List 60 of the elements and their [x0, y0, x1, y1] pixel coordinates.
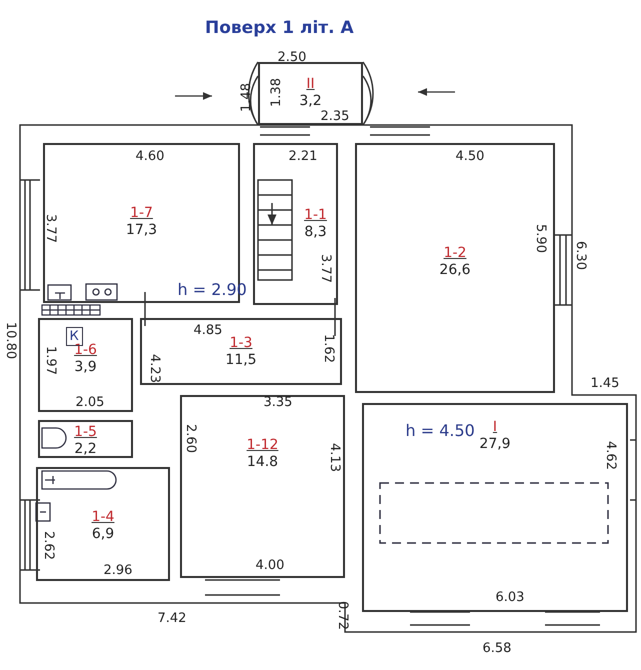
room-outline — [258, 62, 363, 125]
room-number: 1-12 — [246, 437, 278, 454]
room-outline — [36, 467, 170, 581]
dimension-label: 2.50 — [278, 50, 306, 64]
dimension-label: 6.30 — [572, 240, 588, 270]
dimension-label: 6.58 — [482, 640, 512, 656]
dimension-label: 5.90 — [532, 224, 548, 252]
dimension-label: 4.00 — [256, 558, 284, 572]
room-outline — [140, 318, 342, 385]
dimension-label: 1.97 — [42, 346, 58, 374]
dimension-label: 4.62 — [602, 440, 618, 470]
dimension-label: 4.13 — [326, 442, 342, 472]
room-outline — [180, 395, 345, 578]
room-outline — [38, 318, 133, 412]
dimension-label: 0.72 — [334, 600, 350, 630]
room-area: 3,9 — [74, 359, 97, 376]
dimension-label: 1.45 — [590, 376, 620, 390]
room-number: 1-5 — [74, 424, 97, 441]
dimension-label: 1.62 — [320, 334, 336, 362]
dimension-label: 3.77 — [42, 214, 58, 242]
room-number: I — [492, 419, 498, 436]
room-area: 14.8 — [246, 454, 278, 471]
room-area: 2,2 — [74, 441, 97, 458]
dimension-label: 1.38 — [268, 78, 284, 106]
dimension-label: 10.80 — [2, 321, 18, 359]
room-number: II — [306, 76, 315, 93]
floor-heading: Поверх 1 літ. А — [205, 18, 354, 38]
room-outline — [253, 143, 338, 305]
dimension-label: 2.21 — [288, 148, 318, 164]
room-area: 6,9 — [92, 526, 114, 543]
room-number: 1-7 — [130, 205, 153, 222]
dimension-label: 4.50 — [456, 148, 484, 164]
room-number: 1-2 — [444, 245, 466, 262]
dimension-label: 2.60 — [182, 424, 198, 452]
dimension-label: 2.35 — [320, 108, 350, 124]
room-area: 26,6 — [439, 262, 471, 279]
dimension-label: 4.60 — [136, 148, 164, 164]
room-outline — [362, 403, 628, 612]
room-area: 8,3 — [304, 224, 327, 241]
dimension-label: 1.48 — [238, 82, 254, 112]
room-area: 11,5 — [225, 352, 257, 369]
dimension-label: 6.03 — [496, 590, 524, 604]
dimension-label: 2.05 — [76, 394, 104, 410]
room-area: 3,2 — [299, 93, 322, 110]
room-outline — [355, 143, 555, 393]
dimension-label: 3.77 — [317, 254, 332, 282]
room-outline — [38, 420, 133, 458]
dimension-label: 4.85 — [194, 322, 222, 338]
room-area: 17,3 — [126, 222, 158, 239]
dimension-label: 3.35 — [264, 394, 292, 410]
dimension-label: 2.96 — [104, 562, 132, 578]
dimension-label: 4.23 — [146, 354, 162, 382]
room-number: 1-3 — [230, 335, 252, 352]
boiler-mark: К — [66, 326, 83, 346]
room-number: 1-1 — [304, 207, 327, 224]
room-number: 1-4 — [92, 509, 114, 526]
dimension-label: 2.62 — [40, 530, 56, 560]
dimension-label: 7.42 — [158, 610, 186, 626]
room-area: 27,9 — [479, 436, 511, 453]
ceiling-height-label: h = 4.50 — [406, 422, 475, 438]
